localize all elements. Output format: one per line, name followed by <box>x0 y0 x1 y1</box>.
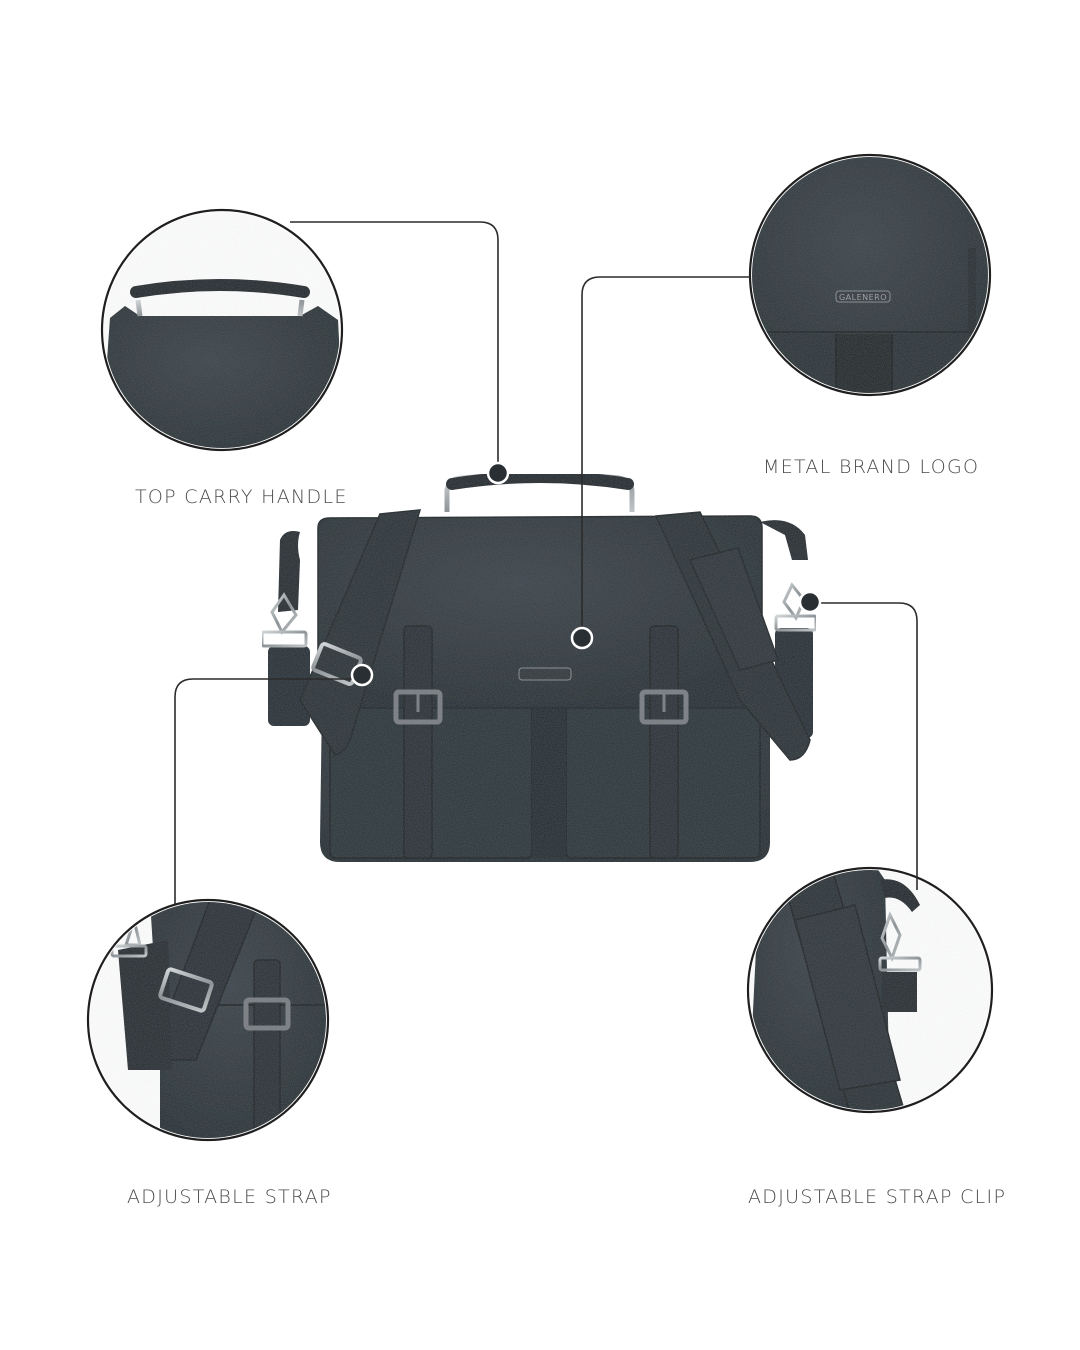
connector-metal-brand-logo <box>581 276 750 630</box>
connector-lines <box>174 221 918 905</box>
connector-adjustable-strap-clip <box>818 602 918 890</box>
label-metal-brand-logo: METAL BRAND LOGO <box>763 456 980 478</box>
connector-adjustable-strap <box>174 678 355 905</box>
dot-adjustable-strap-clip <box>798 590 822 614</box>
callout-circle-adjustable-strap-clip <box>746 866 994 1114</box>
callout-circle-metal-brand-logo: GALENERO <box>748 153 992 397</box>
callout-circle-top-carry-handle <box>100 208 344 452</box>
dot-adjustable-strap <box>350 663 374 687</box>
label-adjustable-strap: ADJUSTABLE STRAP <box>127 1186 332 1208</box>
connector-top-carry-handle <box>290 221 499 465</box>
main-bag-image <box>260 471 818 862</box>
callout-dots <box>350 461 822 687</box>
dot-metal-brand-logo <box>570 626 594 650</box>
callout-circle-adjustable-strap <box>86 898 330 1142</box>
label-adjustable-strap-clip: ADJUSTABLE STRAP CLIP <box>748 1186 1007 1208</box>
dot-top-carry-handle <box>486 461 510 485</box>
label-top-carry-handle: TOP CARRY HANDLE <box>135 486 348 508</box>
brand-logo-text: GALENERO <box>839 293 887 302</box>
